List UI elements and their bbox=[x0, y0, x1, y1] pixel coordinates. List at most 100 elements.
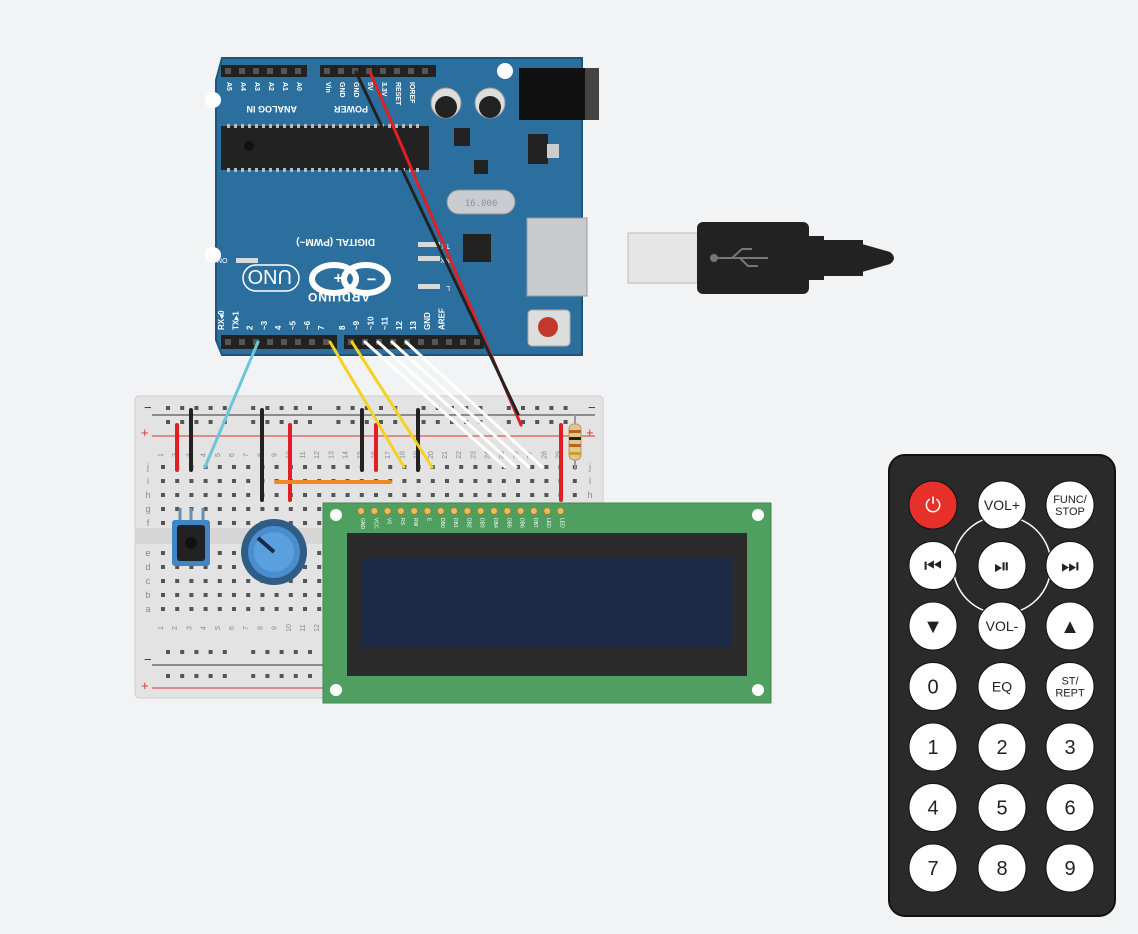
on-led-label: ON bbox=[217, 256, 228, 263]
breadboard-hole bbox=[430, 493, 435, 497]
lcd-pin-label: DB3 bbox=[479, 518, 485, 528]
breadboard-rail-hole bbox=[336, 406, 341, 410]
lcd-pin[interactable] bbox=[556, 507, 565, 515]
analog-pin-label: A2 bbox=[267, 82, 274, 91]
digit-5-button[interactable]: 5 bbox=[977, 783, 1027, 832]
st-rept-button[interactable]: ST/REPT bbox=[1045, 662, 1095, 711]
breadboard-hole bbox=[232, 479, 236, 483]
header-pin bbox=[324, 68, 330, 74]
breadboard-hole bbox=[317, 521, 322, 525]
rail-plus-bottom: + bbox=[141, 678, 149, 693]
header-pin bbox=[446, 339, 452, 345]
breadboard-hole bbox=[459, 465, 464, 469]
header-pin bbox=[239, 68, 245, 74]
breadboard-rail-hole bbox=[194, 420, 199, 424]
lcd-pin[interactable] bbox=[357, 507, 365, 515]
breadboard-rail-hole bbox=[194, 674, 199, 678]
breadboard-rail-hole bbox=[350, 420, 355, 424]
breadboard-rail-hole bbox=[208, 650, 213, 654]
lcd-pin[interactable] bbox=[410, 507, 419, 515]
lcd-pin[interactable] bbox=[516, 507, 525, 515]
breadboard-rail-hole bbox=[535, 406, 540, 410]
play-pause-button[interactable]: ⏯ bbox=[977, 541, 1027, 590]
breadboard-row-letter: g bbox=[145, 504, 150, 514]
lcd-pin[interactable] bbox=[476, 507, 485, 515]
analog-pin-label: A3 bbox=[253, 82, 260, 91]
vol-up-button[interactable]: VOL+ bbox=[977, 480, 1027, 530]
digit-9-button[interactable]: 9 bbox=[1045, 843, 1095, 893]
breadboard-hole bbox=[246, 607, 251, 611]
header-pin bbox=[309, 339, 315, 345]
next-button[interactable]: ⏭ bbox=[1045, 541, 1095, 590]
analog-pin-label: A0 bbox=[295, 82, 302, 91]
arduino-uno-board[interactable]: 16.000 ON TX RX L − + ARD bbox=[205, 57, 599, 356]
breadboard-rail-hole bbox=[506, 406, 511, 410]
lcd-pin[interactable] bbox=[450, 507, 459, 515]
lcd-pin[interactable] bbox=[383, 507, 392, 515]
breadboard-hole bbox=[501, 479, 506, 483]
breadboard-rail-hole bbox=[180, 406, 185, 410]
breadboard-hole bbox=[303, 465, 307, 469]
breadboard-hole bbox=[246, 593, 251, 597]
breadboard-hole bbox=[303, 593, 307, 597]
lcd-pin[interactable] bbox=[503, 507, 512, 515]
breadboard-hole bbox=[317, 565, 322, 569]
rail-minus-bottom: − bbox=[144, 652, 152, 667]
breadboard-hole bbox=[246, 521, 251, 525]
vol-down-button[interactable]: VOL- bbox=[977, 601, 1027, 651]
breadboard-hole bbox=[331, 465, 336, 469]
breadboard-rail-hole bbox=[450, 420, 454, 424]
header-pin bbox=[380, 68, 386, 74]
breadboard-rail-hole bbox=[251, 406, 256, 410]
digit-3-button[interactable]: 3 bbox=[1045, 722, 1095, 772]
breadboard-rail-hole bbox=[308, 406, 312, 410]
header-pin bbox=[267, 68, 273, 74]
digital-pin-label: ~5 bbox=[289, 320, 298, 330]
lcd-pin[interactable] bbox=[423, 507, 432, 515]
usb-cable bbox=[627, 222, 894, 294]
up-button[interactable]: ▲ bbox=[1045, 601, 1095, 651]
down-button[interactable]: ▼ bbox=[908, 601, 958, 651]
prev-button[interactable]: ⏮ bbox=[908, 541, 958, 590]
rail-minus-top-right: − bbox=[588, 400, 596, 415]
breadboard-column-number: 10 bbox=[286, 624, 293, 632]
breadboard-rail-hole bbox=[166, 406, 170, 410]
digit-6-button-label: 6 bbox=[1064, 798, 1075, 820]
lcd-pin[interactable] bbox=[463, 507, 472, 515]
eq-button[interactable]: EQ bbox=[977, 662, 1027, 711]
digit-0-button[interactable]: 0 bbox=[908, 662, 958, 711]
header-pin bbox=[267, 339, 273, 345]
digit-1-button[interactable]: 1 bbox=[908, 722, 958, 772]
ir-receiver[interactable] bbox=[172, 508, 210, 566]
digit-7-button[interactable]: 7 bbox=[908, 843, 958, 893]
func-stop-button[interactable]: FUNC/STOP bbox=[1045, 480, 1095, 530]
lcd-pin[interactable] bbox=[490, 507, 498, 515]
lcd-pin[interactable] bbox=[370, 507, 379, 515]
lcd-pin[interactable] bbox=[543, 507, 552, 515]
rail-minus-top: − bbox=[144, 400, 152, 415]
breadboard-rail-hole bbox=[535, 420, 540, 424]
power-button[interactable]: ⏻ bbox=[908, 480, 958, 530]
digit-6-button[interactable]: 6 bbox=[1045, 783, 1095, 832]
lcd-pin[interactable] bbox=[529, 507, 538, 515]
digit-8-button[interactable]: 8 bbox=[977, 843, 1027, 893]
power-pin-label: Vin bbox=[324, 82, 331, 93]
lcd-pin[interactable] bbox=[396, 507, 405, 515]
breadboard-hole bbox=[246, 493, 251, 497]
breadboard-rail-hole bbox=[265, 420, 270, 424]
digit-4-button[interactable]: 4 bbox=[908, 783, 958, 832]
breadboard-hole bbox=[161, 565, 165, 569]
breadboard-hole bbox=[274, 607, 279, 611]
resistor[interactable] bbox=[568, 415, 582, 470]
lcd-pin[interactable] bbox=[436, 507, 445, 515]
breadboard-hole bbox=[359, 493, 364, 497]
breadboard-rail-hole bbox=[379, 406, 383, 410]
breadboard-jumpers bbox=[175, 408, 563, 502]
breadboard-hole bbox=[161, 521, 165, 525]
digit-2-button[interactable]: 2 bbox=[977, 722, 1027, 772]
breadboard-hole bbox=[203, 479, 208, 483]
breadboard-rail-hole bbox=[279, 650, 284, 654]
potentiometer[interactable] bbox=[241, 519, 307, 585]
